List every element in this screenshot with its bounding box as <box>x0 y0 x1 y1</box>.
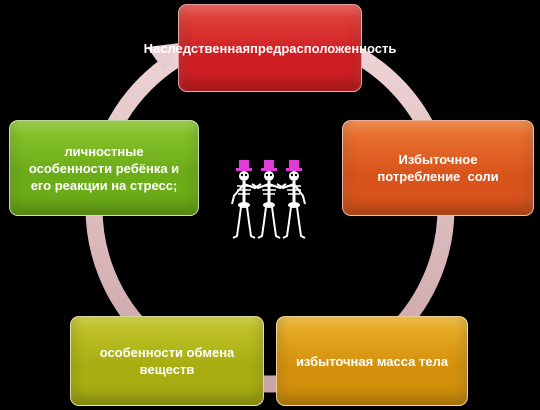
node-label-line: потребление соли <box>377 169 499 184</box>
node-label-line: Наследственная <box>143 40 251 56</box>
skeleton-figure-3 <box>276 160 306 239</box>
node-label-line: личностные <box>64 143 144 159</box>
node-label-line: предрасположенность <box>250 40 397 56</box>
skeleton-figure-1 <box>231 160 262 239</box>
node-excess-salt: Избыточное потребление соли <box>342 120 534 216</box>
node-label-line: веществ <box>139 362 195 377</box>
cycle-arrow-head <box>147 43 180 72</box>
node-metabolism-features: особенности обмена веществ <box>70 316 264 406</box>
skeleton-figure-2 <box>251 160 287 239</box>
node-hereditary-predisposition: Наследственная предрасположенность <box>144 4 396 92</box>
node-label-line: избыточная масса тела <box>295 353 449 369</box>
dancing-skeletons-image <box>231 160 306 239</box>
node-label-line: его реакции на стресс; <box>30 177 178 193</box>
node-excess-body-weight: избыточная масса тела <box>276 316 468 406</box>
node-label-line: Избыточное <box>398 152 478 167</box>
node-label-line: особенности обмена <box>99 345 235 360</box>
node-personality-stress: личностные особенности ребёнка и его реа… <box>9 120 199 216</box>
node-label-line: особенности ребёнка и <box>28 160 180 176</box>
